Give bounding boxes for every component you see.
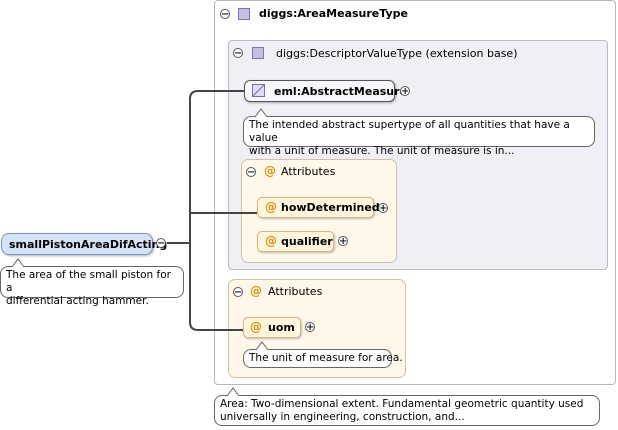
abstract-element-icon [252, 84, 265, 97]
base-attributes-label: Attributes [281, 165, 336, 178]
root-element-label: smallPistonAreaDifActing [9, 238, 168, 251]
expand-uom-icon[interactable]: + [305, 322, 315, 333]
type-doc-line-2: universally in engineering, construction… [220, 411, 465, 423]
collapse-root-element-icon[interactable]: − [156, 238, 166, 249]
attribute-qualifier-label: qualifier [281, 235, 333, 248]
attribute-howdetermined[interactable]: @ howDetermined [257, 197, 380, 218]
root-element-doc: The area of the small piston for a diffe… [0, 266, 184, 307]
collapse-base-attributes-icon[interactable]: − [246, 167, 256, 178]
uom-doc: The unit of measure for area. [243, 349, 403, 368]
uom-attributes-label: Attributes [268, 285, 323, 298]
base-panel-title: diggs:DescriptorValueType (extension bas… [276, 47, 518, 60]
root-doc-line-2: differential acting hammer. [6, 295, 149, 307]
root-doc-line-1: The area of the small piston for a [6, 269, 171, 294]
collapse-base-panel-icon[interactable]: − [233, 48, 243, 59]
attributes-group-icon: @ [250, 284, 262, 298]
collapse-uom-attributes-icon[interactable]: − [233, 287, 243, 298]
type-doc-line-1: Area: Two-dimensional extent. Fundamenta… [220, 398, 584, 410]
abstract-measure-doc: The intended abstract supertype of all q… [243, 116, 595, 157]
abstract-doc-line-2: with a unit of measure. The unit of meas… [249, 145, 515, 157]
collapse-type-panel-icon[interactable]: − [220, 9, 230, 20]
type-doc: Area: Two-dimensional extent. Fundamenta… [214, 395, 600, 426]
abstract-element-label: eml:AbstractMeasure [274, 85, 408, 98]
expand-abstract-measure-icon[interactable]: + [400, 86, 410, 97]
attribute-uom-label: uom [268, 321, 295, 334]
uom-doc-text: The unit of measure for area. [249, 352, 403, 364]
attribute-icon: @ [265, 234, 277, 248]
abstract-doc-line-1: The intended abstract supertype of all q… [249, 119, 570, 144]
expand-howdetermined-icon[interactable]: + [378, 203, 388, 214]
attribute-howdetermined-label: howDetermined [281, 201, 380, 214]
attribute-icon: @ [250, 320, 262, 334]
expand-qualifier-icon[interactable]: + [338, 236, 348, 247]
abstract-measure-element[interactable]: eml:AbstractMeasure [244, 80, 407, 102]
complex-type-icon [238, 8, 250, 20]
attribute-icon: @ [265, 200, 277, 214]
base-type-icon [252, 47, 264, 59]
attribute-uom[interactable]: @ uom [243, 317, 301, 338]
attributes-group-icon: @ [264, 164, 276, 178]
type-panel-title: diggs:AreaMeasureType [259, 7, 408, 20]
root-element[interactable]: smallPistonAreaDifActing [1, 233, 167, 255]
attribute-qualifier[interactable]: @ qualifier [257, 231, 334, 252]
